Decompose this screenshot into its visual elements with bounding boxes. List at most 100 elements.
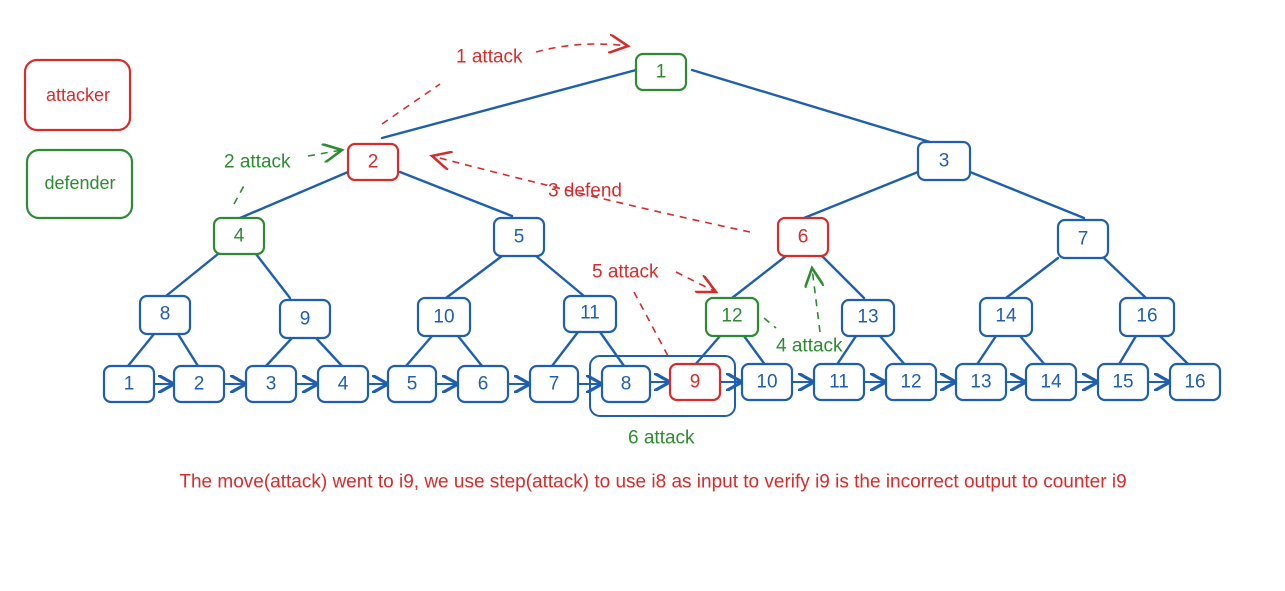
leaf-node: 2 <box>172 364 226 404</box>
leaf-node: 7 <box>528 364 580 404</box>
edge-11-leaf8 <box>598 330 626 368</box>
leaf-node-label: 4 <box>338 374 349 395</box>
leaf-node-label: 2 <box>194 374 205 395</box>
leaf-node-label: 9 <box>690 372 701 393</box>
edge-11-leaf7 <box>550 330 580 368</box>
leaf-node-box <box>316 364 370 404</box>
edge-4-8 <box>164 252 220 298</box>
edge-1-3 <box>690 68 932 144</box>
edge-7-14 <box>1004 256 1060 300</box>
leaf-node: 11 <box>812 362 866 402</box>
node-14-label: 14 <box>995 306 1017 327</box>
verification-highlight-box <box>589 355 736 417</box>
edge-9-leaf3 <box>264 336 294 368</box>
edge-4-9 <box>254 252 292 300</box>
leaf-node: 10 <box>740 362 794 402</box>
leaf-node-label: 6 <box>478 374 489 395</box>
edge-6-12 <box>730 254 788 300</box>
node-6-label: 6 <box>798 227 809 248</box>
node-4-label: 4 <box>234 226 245 247</box>
edge-13-leaf11 <box>834 334 858 368</box>
node-7-label: 7 <box>1078 229 1089 250</box>
edge-16-leaf16 <box>1158 334 1192 368</box>
label-2-attack: 2 attack <box>224 152 291 173</box>
label-1-attack: 1 attack <box>456 47 523 68</box>
leaf-node-box <box>812 362 866 402</box>
node-16: 16 <box>1118 296 1176 338</box>
node-16-label: 16 <box>1136 306 1157 327</box>
node-14: 14 <box>978 296 1034 338</box>
leaf-node-label: 13 <box>970 372 991 393</box>
node-10: 10 <box>416 296 472 338</box>
leaf-node-box <box>102 364 156 404</box>
leaf-node-box <box>386 364 438 404</box>
leaf-node-box <box>456 364 510 404</box>
node-2-label: 2 <box>368 152 379 173</box>
label-5-attack: 5 attack <box>592 262 659 283</box>
leaf-node-label: 5 <box>407 374 418 395</box>
caption: The move(attack) went to i9, we use step… <box>179 472 1126 493</box>
leaf-node-box <box>954 362 1008 402</box>
edge-12-leaf10 <box>742 334 768 368</box>
leaf-node-box <box>1024 362 1078 402</box>
leaf-node-box <box>1168 362 1222 402</box>
node-8-label: 8 <box>160 304 171 325</box>
node-1-label: 1 <box>656 62 667 83</box>
leaf-node: 5 <box>386 364 438 404</box>
leaf-node: 12 <box>884 362 938 402</box>
leaf-node-box <box>528 364 580 404</box>
edge-12-leaf9 <box>692 334 722 368</box>
label-3-defend: 3 defend <box>548 181 622 202</box>
edge-14-leaf13 <box>974 334 998 368</box>
node-7: 7 <box>1056 218 1110 260</box>
arrow-5-attack-head <box>675 271 716 292</box>
edge-2-4 <box>238 170 350 220</box>
label-6-attack: 6 attack <box>628 428 695 449</box>
leaf-node-box <box>600 364 652 404</box>
node-5-label: 5 <box>514 227 525 248</box>
leaf-node-box <box>740 362 794 402</box>
edge-10-leaf5 <box>404 334 434 368</box>
legend-defender-box <box>25 148 134 220</box>
leaf-node: 4 <box>316 364 370 404</box>
node-6: 6 <box>776 216 830 258</box>
legend-attacker-box <box>23 58 132 132</box>
leaf-node-box <box>172 364 226 404</box>
arrow-4-attack <box>763 317 777 329</box>
node-4: 4 <box>212 216 266 256</box>
node-10-label: 10 <box>433 307 454 328</box>
edge-2-5 <box>398 170 514 218</box>
arrow-2-attack-head <box>307 150 342 156</box>
node-9: 9 <box>278 298 332 340</box>
edge-3-6 <box>802 170 920 220</box>
edge-8-leaf2 <box>176 332 200 368</box>
leaf-node-box <box>1096 362 1150 402</box>
leaf-node-label: 16 <box>1184 372 1205 393</box>
node-11-label: 11 <box>580 303 600 324</box>
annotation-labels: 1 attack 2 attack 3 defend 5 attack 4 at… <box>224 47 843 449</box>
legend: attacker defender <box>23 58 134 220</box>
arrow-5-attack <box>633 291 669 357</box>
leaf-node-label: 14 <box>1040 372 1062 393</box>
leaf-node: 13 <box>954 362 1008 402</box>
leaf-node-box <box>884 362 938 402</box>
edge-8-leaf1 <box>126 332 156 368</box>
tree-nodes: 1 2 3 4 5 6 7 8 <box>138 52 1176 340</box>
leaf-node-label: 8 <box>621 374 632 395</box>
edge-16-leaf15 <box>1116 334 1138 368</box>
edge-1-2 <box>380 68 638 140</box>
leaf-node: 8 <box>600 364 652 404</box>
node-8: 8 <box>138 294 192 336</box>
leaf-node-box <box>668 362 722 402</box>
leaf-node-label: 7 <box>549 374 560 395</box>
node-1: 1 <box>634 52 688 92</box>
arrow-3-defend <box>432 156 751 233</box>
node-13-label: 13 <box>857 307 878 328</box>
edge-14-leaf14 <box>1018 334 1048 368</box>
node-5: 5 <box>492 216 546 258</box>
leaf-node-label: 12 <box>900 372 921 393</box>
edge-9-leaf4 <box>314 336 344 368</box>
leaf-node-box <box>244 364 298 404</box>
node-12-label: 12 <box>721 306 742 327</box>
